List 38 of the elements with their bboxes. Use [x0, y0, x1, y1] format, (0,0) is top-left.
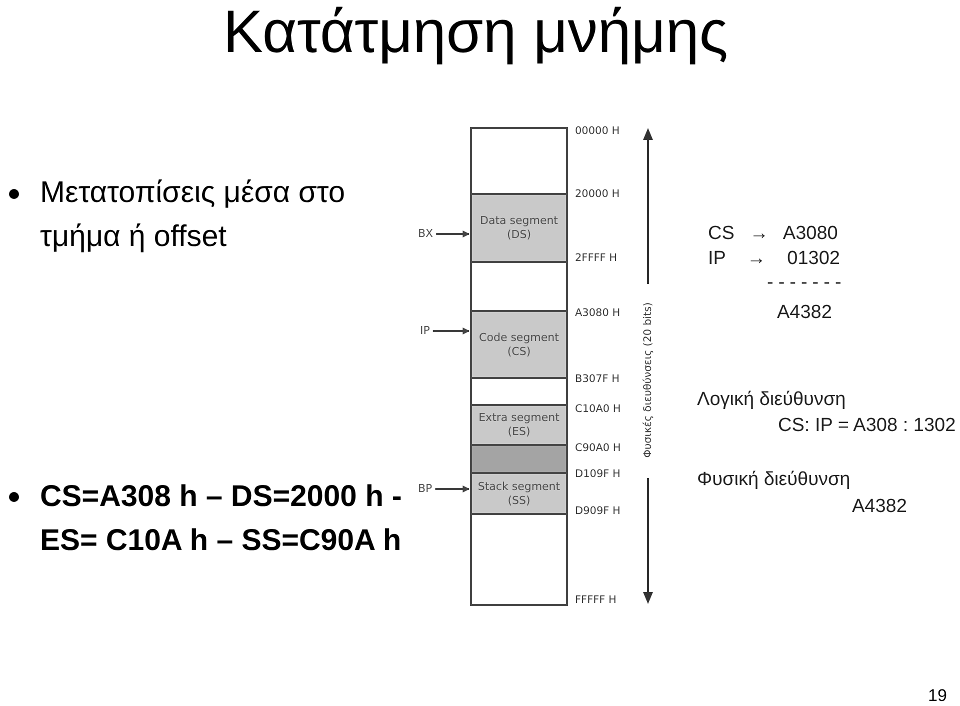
bullet-text: Μετατοπίσεις μέσα στο τμήμα ή offset — [40, 175, 346, 255]
pointer-arrow — [432, 328, 470, 334]
register-label: IP — [420, 324, 430, 338]
address-label: D109F H — [575, 467, 620, 481]
section-heading: Φυσική διεύθυνση — [697, 468, 850, 491]
memory-band — [470, 513, 568, 606]
separator-dashes: ------- — [767, 271, 846, 294]
address-label: 00000 H — [575, 124, 620, 138]
memory-band — [470, 261, 568, 312]
address-label: 2FFFF H — [575, 251, 618, 265]
section-heading: Λογική διεύθυνση — [697, 388, 846, 411]
slide-title: Κατάτμηση μνήμης — [223, 0, 728, 64]
pointer-arrow — [436, 230, 470, 238]
pointer-arrow — [435, 486, 470, 492]
memory-band — [470, 127, 568, 195]
register-value-text: CS → A3080 — [708, 222, 838, 245]
address-label: A3080 H — [575, 306, 620, 320]
address-label: D909F H — [575, 504, 620, 518]
address-label: FFFFF H — [575, 593, 616, 607]
memory-band — [470, 377, 568, 406]
sum-result-text: A4382 — [777, 301, 832, 324]
segment-block: Code segment (CS) — [470, 310, 568, 379]
page-number: 19 — [928, 686, 947, 706]
segment-block: Data segment (DS) — [470, 193, 568, 263]
register-label: BX — [418, 227, 434, 241]
memory-band — [470, 444, 568, 474]
axis-label: Φυσικές διευθύνσεις (20 bits) — [641, 301, 655, 460]
address-label: C10A0 H — [575, 402, 621, 416]
address-label: 20000 H — [575, 187, 620, 201]
address-value-text: CS: IP = A308 : 1302 — [778, 414, 956, 437]
segment-block: Stack segment (SS) — [470, 472, 568, 515]
address-label: C90A0 H — [575, 441, 621, 455]
bullet-text: CS=A308 h – DS=2000 h - ES= C10A h – SS=C90A h — [40, 479, 403, 559]
segment-block: Extra segment (ES) — [470, 404, 568, 446]
register-value-text: IP → 01302 — [708, 247, 840, 270]
address-value-text: A4382 — [852, 495, 907, 518]
register-label: BP — [418, 482, 432, 496]
address-label: B307F H — [575, 372, 620, 386]
